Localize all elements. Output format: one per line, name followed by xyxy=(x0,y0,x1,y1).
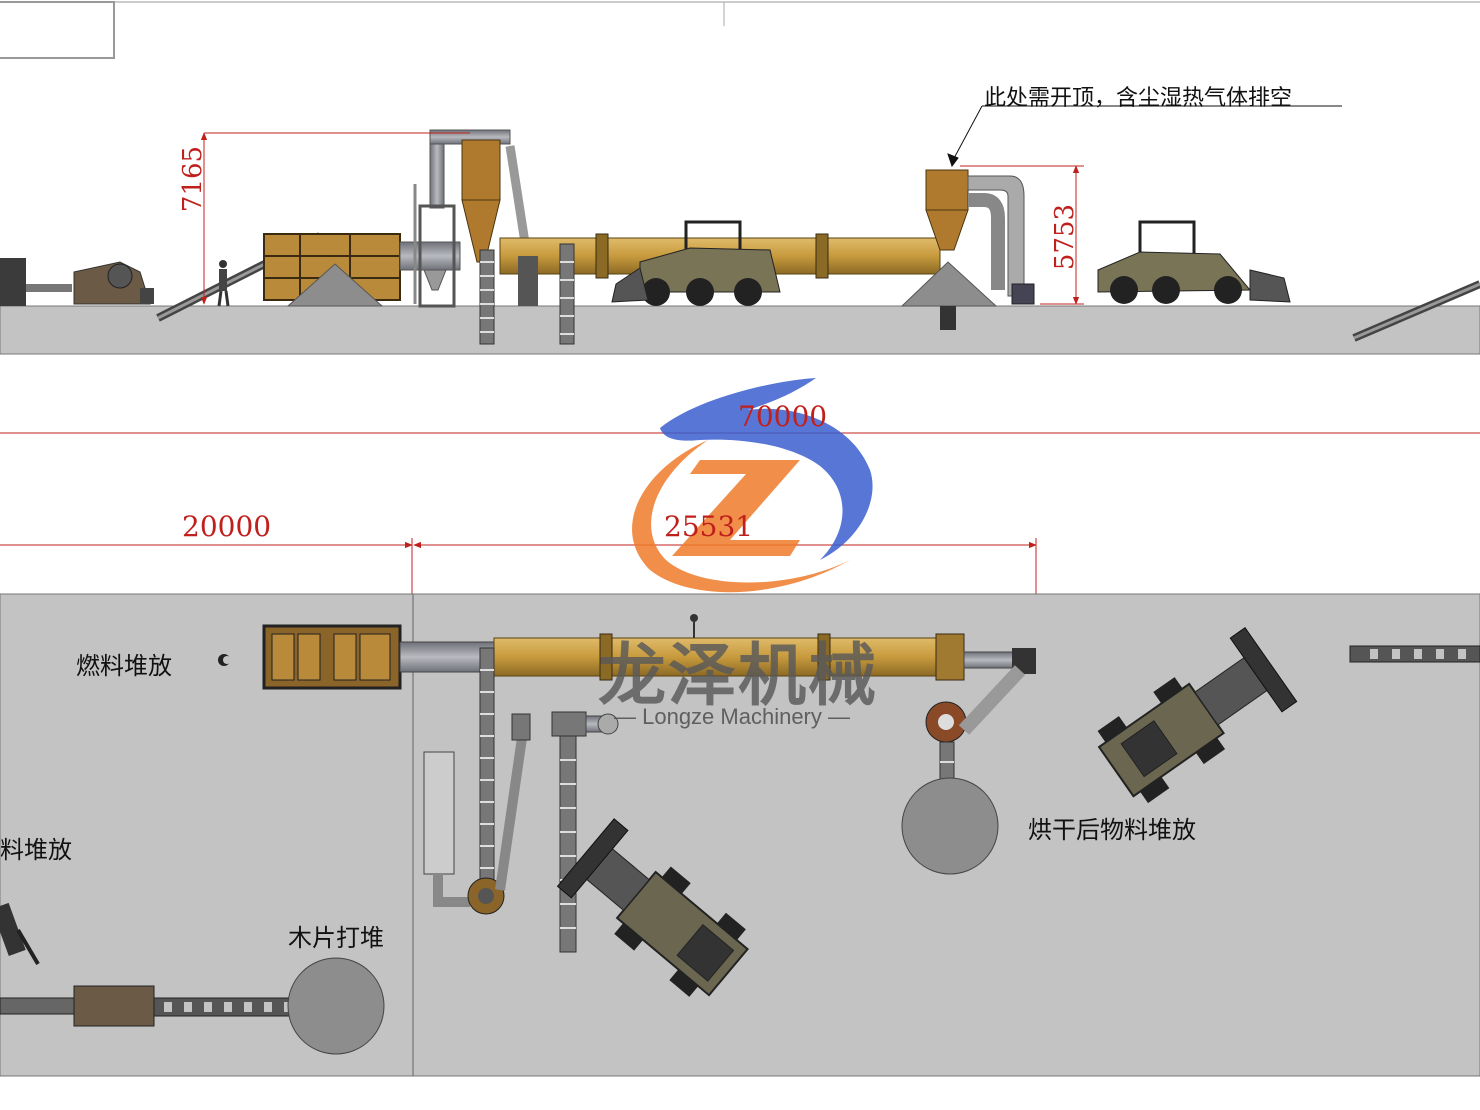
loader-plan-3 xyxy=(0,902,40,966)
loader-elevation-1 xyxy=(611,220,781,306)
bucket-elevator-plan-1 xyxy=(479,647,495,885)
cyclone-right xyxy=(900,169,1035,330)
note-leader xyxy=(947,105,1342,168)
furnace-plan xyxy=(262,624,402,690)
plan-view xyxy=(0,593,1480,1077)
dimension-label-25531: 25531 xyxy=(664,510,754,543)
longze-logo xyxy=(632,378,873,593)
dimension-5753 xyxy=(960,165,1084,305)
dimension-label-7165: 7165 xyxy=(178,145,209,213)
bucket-elevator-1 xyxy=(479,249,495,345)
belt-conveyor-right xyxy=(1352,280,1480,342)
fan-plan-1 xyxy=(551,711,619,953)
hot-air-pipe xyxy=(399,241,461,291)
dimension-label-5753: 5753 xyxy=(1050,203,1081,271)
watermark-chinese-name: 龙泽机械 xyxy=(598,637,879,716)
label-fuel-storage: 燃料堆放 xyxy=(76,652,172,680)
dimension-label-70000: 70000 xyxy=(738,400,828,433)
loader-plan-1 xyxy=(1097,627,1298,804)
fuel-icon xyxy=(218,654,231,666)
elevation-floor xyxy=(0,305,1480,355)
dimension-label-20000: 20000 xyxy=(182,510,272,543)
chip-conveyor-plan xyxy=(0,957,385,1055)
label-wood-chip-pile: 木片打堆 xyxy=(288,924,384,952)
furnace-elevation xyxy=(263,233,401,307)
exhaust-note: 此处需开顶，含尘湿热气体排空 xyxy=(984,86,1293,111)
loader-plan-2 xyxy=(556,818,749,997)
dust-collector-plan xyxy=(423,713,531,915)
outlet-fan-plan xyxy=(901,665,1026,875)
label-dried-material-storage: 烘干后物料堆放 xyxy=(1028,816,1196,844)
conveyor-plan-right xyxy=(1349,645,1480,663)
dimension-7165 xyxy=(200,132,470,305)
loader-elevation-2 xyxy=(1097,220,1291,304)
watermark-english-name: — Longze Machinery — xyxy=(614,704,850,729)
rotary-drum-plan xyxy=(493,614,1036,681)
title-frame xyxy=(0,1,1480,59)
chipper-machine xyxy=(0,258,154,306)
operator-figure xyxy=(217,260,230,307)
elevation-view xyxy=(0,105,1480,355)
label-raw-material-storage: 料堆放 xyxy=(0,836,72,864)
